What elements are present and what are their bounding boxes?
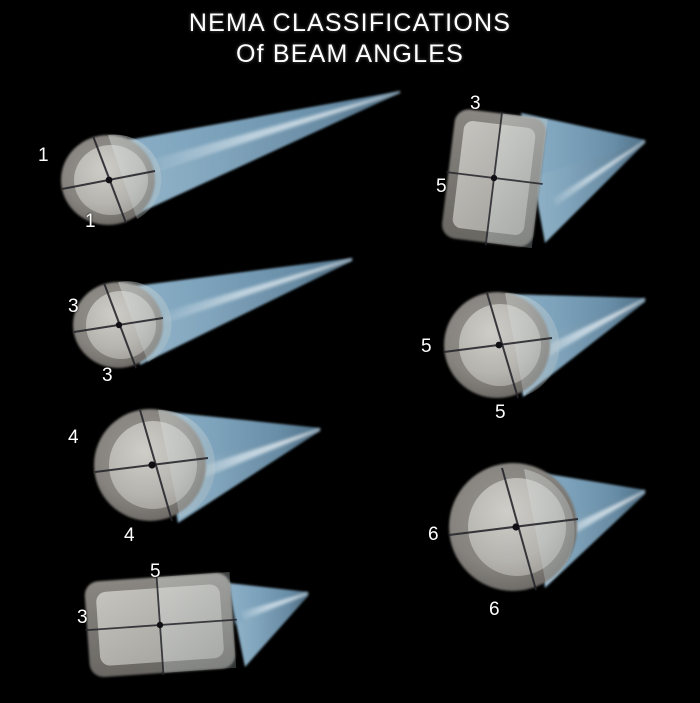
lens-round-5 [443, 292, 560, 399]
diagram-nema-4-4 [94, 409, 320, 523]
diagram-nema-1-1 [61, 91, 400, 225]
lens-round-1 [61, 134, 162, 225]
diagram-nema-3-3 [73, 258, 352, 369]
lens-round-3 [73, 281, 172, 369]
diagram-nema-5-5 [443, 292, 645, 399]
lens-rect-5-3 [84, 572, 237, 678]
lens-round-4 [94, 409, 216, 522]
lens-round-6 [448, 463, 579, 591]
diagram-nema-6-6 [448, 463, 645, 591]
diagram-nema-3-5 [442, 109, 645, 249]
diagram-nema-5-3 [84, 572, 308, 678]
lens-rect-3-5 [442, 109, 548, 249]
